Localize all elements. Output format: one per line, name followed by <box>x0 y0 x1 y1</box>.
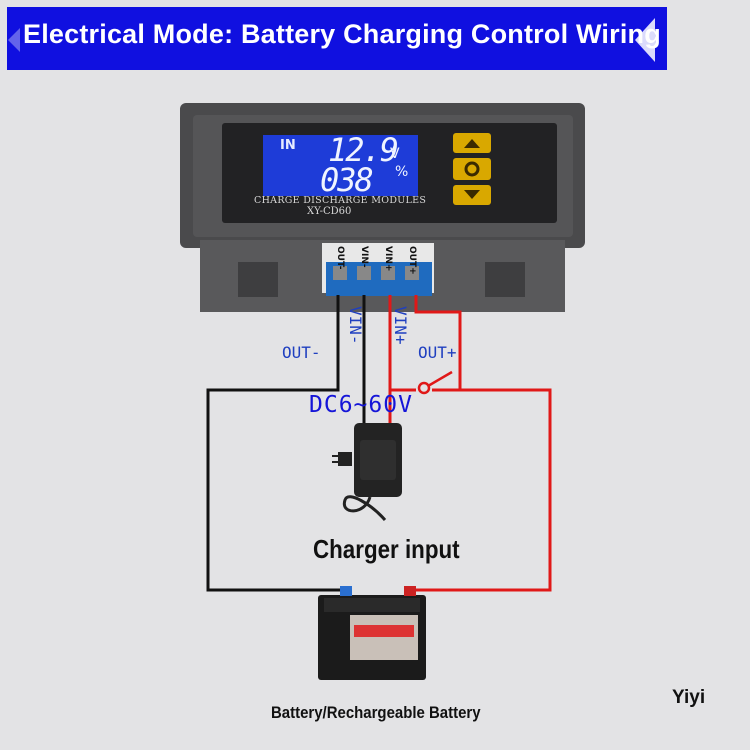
switch-contact <box>417 381 431 395</box>
vin-plus-label: VIN+ <box>391 306 410 345</box>
out-minus-label: OUT- <box>282 343 321 362</box>
left-clip <box>238 262 278 297</box>
down-arrow-icon <box>464 190 480 199</box>
battery-negative-terminal <box>340 586 352 596</box>
banner-left-notch <box>8 28 20 52</box>
watermark: Yiyi <box>672 687 706 708</box>
up-arrow-icon <box>464 139 480 148</box>
terminal-out-minus: OUT- <box>335 246 345 270</box>
title-banner: Electrical Mode: Battery Charging Contro… <box>7 7 667 70</box>
charger-input-label: Charger input <box>313 534 460 564</box>
module-model: XY-CD60 <box>307 206 352 217</box>
terminal-out-plus: OUT+ <box>407 246 417 275</box>
lcd-percent: 038 <box>320 161 374 199</box>
banner-notch <box>635 18 655 62</box>
right-clip <box>485 262 525 297</box>
terminal-vin-minus: VIN- <box>359 246 369 268</box>
battery-positive-terminal <box>404 586 416 596</box>
out-plus-label: OUT+ <box>418 343 457 362</box>
switch-lever <box>427 370 453 388</box>
vin-minus-label: VIN- <box>346 306 365 345</box>
out-minus-wire <box>206 295 340 592</box>
lcd-in-label: IN <box>280 138 296 153</box>
lcd-screen <box>263 135 418 196</box>
battery-sticker <box>350 615 418 660</box>
charger-adapter <box>332 423 402 521</box>
lcd-voltage-unit: V <box>390 146 400 162</box>
battery-label: Battery/Rechargeable Battery <box>271 703 481 722</box>
lcd-percent-unit: % <box>395 164 409 180</box>
lcd-voltage: 12.9 <box>328 131 399 169</box>
charger-cable <box>342 495 387 521</box>
terminal-vin-plus: VIN+ <box>383 246 393 272</box>
module-caption: CHARGE DISCHARGE MODULES <box>254 195 427 206</box>
wires <box>206 295 552 592</box>
battery <box>318 586 426 680</box>
xy-cd60-module <box>180 103 585 312</box>
gear-icon <box>464 161 480 177</box>
plug-icon <box>338 452 352 466</box>
voltage-range-label: DC6~60V <box>309 392 413 418</box>
settings-button[interactable] <box>453 158 491 180</box>
banner-title: Electrical Mode: Battery Charging Contro… <box>23 19 661 49</box>
